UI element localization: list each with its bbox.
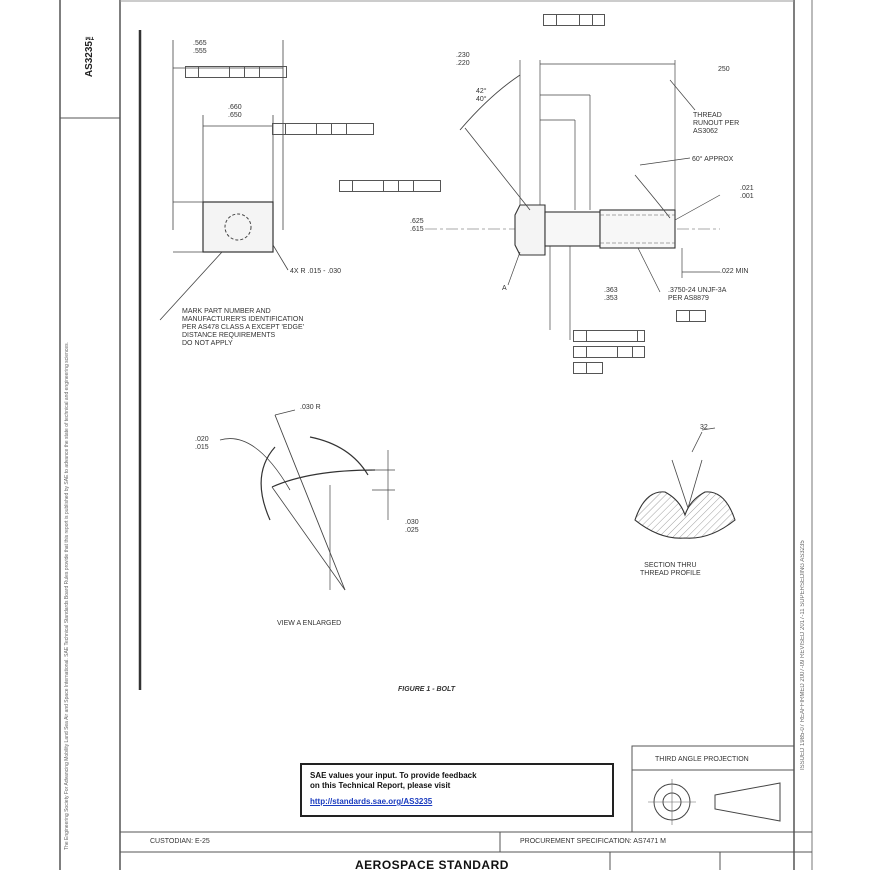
dim-d6-lower: .025 [405, 527, 419, 534]
feedback-link[interactable]: http://standards.sae.org/AS3235 [310, 797, 433, 806]
feedback-box: SAE values your input. To provide feedba… [300, 763, 614, 817]
document-id: AS3235™ [84, 30, 95, 78]
view-a-drawing [219, 409, 395, 591]
feedback-line-2: on this Technical Report, please visit [310, 781, 451, 790]
dim-d8-upper: .363 [604, 287, 618, 294]
angle-lower: 40° [476, 96, 487, 103]
dim-d2-lower: .650 [228, 112, 242, 119]
bottom-title: AEROSPACE STANDARD [355, 858, 509, 872]
dim-d9-lower: .001 [740, 193, 754, 200]
thread-spec-note: .3750-24 UNJF-3A PER AS8879 [668, 287, 727, 302]
dim-d3-lower: .615 [410, 226, 424, 233]
surface-finish-thread: 32 [700, 424, 708, 431]
view-a-caption: VIEW A ENLARGED [277, 620, 342, 627]
radius-note: .030 R [300, 404, 321, 411]
feature-control-frame [339, 180, 441, 192]
custodian-label: CUSTODIAN: E-25 [150, 838, 210, 845]
procurement-spec-label: PROCUREMENT SPECIFICATION: AS7471 M [520, 838, 666, 845]
dim-d5-lower: .015 [195, 444, 209, 451]
approx-angle-note: 60° APPROX [692, 156, 734, 163]
section-caption: SECTION THRU THREAD PROFILE [640, 562, 701, 577]
feature-control-frame [185, 66, 287, 78]
dim-d5-upper: .020 [195, 436, 209, 443]
feature-control-frame [272, 123, 374, 135]
feedback-line-1: SAE values your input. To provide feedba… [310, 771, 477, 780]
feature-control-frame [573, 330, 645, 342]
view-a-label: A [502, 285, 507, 292]
dim-d8-lower: .353 [604, 295, 618, 302]
projection-label: THIRD ANGLE PROJECTION [655, 756, 749, 763]
figure-caption: FIGURE 1 - BOLT [398, 686, 456, 693]
dim-d3-upper: .625 [410, 218, 424, 225]
thread-runout-note: THREAD RUNOUT PER AS3062 [693, 112, 740, 135]
feature-control-frame [573, 346, 645, 358]
third-angle-projection-icon [648, 779, 781, 825]
right-margin-text: ISSUED 1985-07 REAFFIRMED 2007-09 REVISE… [800, 540, 806, 770]
bolt-side-view-drawing [425, 60, 721, 340]
dim-d2-upper: .660 [228, 104, 242, 111]
min-note: .022 MIN [720, 268, 749, 275]
dim-d9-upper: .021 [740, 185, 754, 192]
dim-d6-upper: .030 [405, 519, 419, 526]
surface-finish: 250 [718, 66, 730, 73]
dim-d1-lower: .555 [193, 48, 207, 55]
feature-control-frame [543, 14, 605, 26]
dim-d4-lower: .220 [456, 60, 470, 67]
left-margin-text: The Engineering Society For Advancing Mo… [64, 342, 70, 850]
feature-control-frame [676, 310, 706, 322]
hex-radius-note: 4X R .015 - .030 [290, 268, 341, 275]
section-thread-drawing [634, 427, 736, 539]
head-view-drawing [159, 40, 289, 321]
dim-d1-upper: .565 [193, 40, 207, 47]
angle-upper: 42° [476, 88, 487, 95]
dim-d4-upper: .230 [456, 52, 470, 59]
mark-part-note: MARK PART NUMBER AND MANUFACTURER'S IDEN… [182, 308, 304, 347]
feature-control-frame [573, 362, 603, 374]
